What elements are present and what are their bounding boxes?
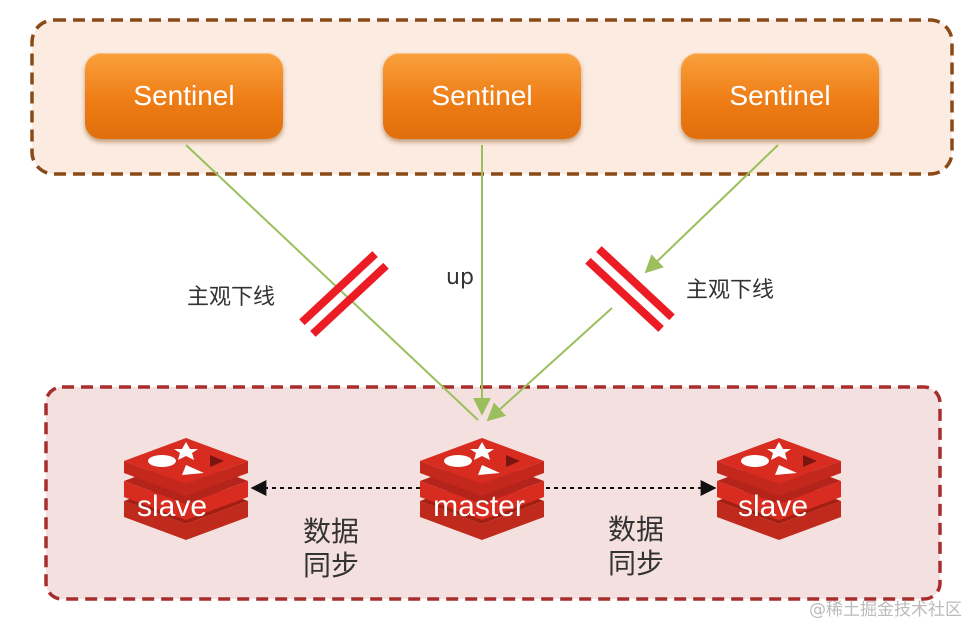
link-right-upper xyxy=(644,144,779,274)
sentinel-box-middle: Sentinel xyxy=(383,53,581,139)
redis-label-master: master xyxy=(433,490,525,523)
break-mark-left xyxy=(299,251,389,337)
link-left-sentinel xyxy=(185,144,479,421)
watermark: @稀土掘金技术社区 xyxy=(809,600,962,620)
link-label-left: 主观下线 xyxy=(187,285,276,310)
break-mark-right xyxy=(585,246,675,332)
link-label-middle: up xyxy=(446,265,474,290)
sentinel-box-right: Sentinel xyxy=(681,53,879,139)
link-label-right: 主观下线 xyxy=(686,278,775,303)
link-right-sentinel xyxy=(486,307,613,422)
sync-label-right: 数据同步 xyxy=(608,513,665,580)
sentinel-box-left: Sentinel xyxy=(85,53,283,139)
sync-label-left: 数据同步 xyxy=(303,515,360,582)
redis-label-slave-left: slave xyxy=(136,490,208,523)
redis-label-slave-right: slave xyxy=(737,490,809,523)
